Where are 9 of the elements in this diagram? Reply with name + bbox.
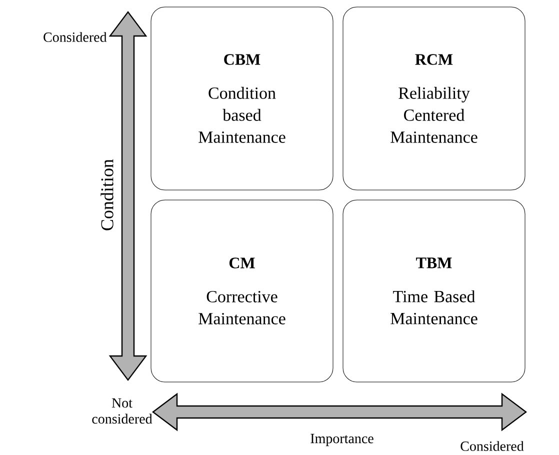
quadrant-box: CBM Condition based Maintenance xyxy=(150,6,334,190)
quadrant-box: CM Corrective Maintenance xyxy=(150,200,334,382)
axis-label: Importance xyxy=(310,434,374,446)
axis-label: Condition xyxy=(100,159,114,230)
quadrant-box: RCM Reliability Centered Maintenance xyxy=(342,6,526,190)
axis-label: Considered xyxy=(44,32,107,42)
quadrant-box: TBM Time Based Maintenance xyxy=(342,200,526,382)
axis-label: Not considered xyxy=(92,398,152,424)
axis-label: Considered xyxy=(460,441,524,451)
